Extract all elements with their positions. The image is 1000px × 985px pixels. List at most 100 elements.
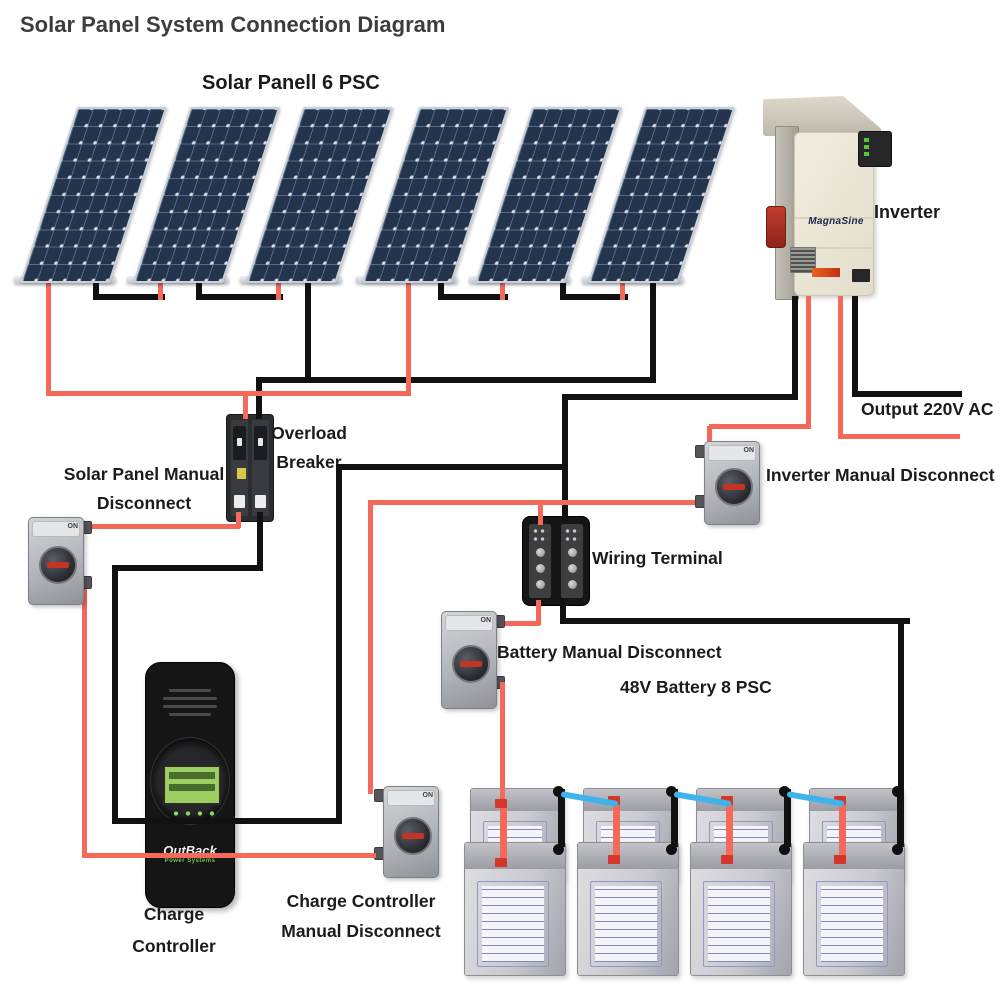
wire-segment — [562, 394, 798, 400]
battery-red-post — [500, 802, 507, 862]
terminal-strip — [561, 524, 583, 598]
battery — [690, 842, 792, 976]
breaker-pole — [252, 420, 269, 516]
battery-black-post — [784, 789, 791, 847]
breaker-window — [234, 495, 245, 508]
wire-segment — [46, 391, 411, 396]
wire-segment — [336, 464, 342, 824]
wire-segment — [560, 294, 628, 300]
output-ac-label: Output 220V AC — [861, 399, 994, 419]
battery-negative-terminal — [892, 844, 903, 855]
breaker-pole — [231, 420, 248, 516]
rotary-knob — [715, 467, 753, 506]
wire-segment — [536, 600, 541, 625]
wire-segment — [838, 434, 960, 439]
switch-top-plate — [387, 790, 435, 806]
breaker-sticker — [237, 468, 246, 479]
overload-breaker — [226, 414, 274, 522]
battery-cap — [578, 843, 678, 871]
switch-top-plate — [32, 521, 80, 537]
battery-cap — [804, 843, 904, 871]
wire-segment — [560, 281, 566, 299]
breaker-window — [255, 495, 266, 508]
battery-negative-terminal — [779, 786, 790, 797]
wire-segment — [438, 281, 444, 299]
wire-segment — [368, 504, 373, 794]
switch-on-label: ON — [743, 447, 755, 454]
solar-panel-manual-disconnect: ON — [28, 517, 84, 605]
battery-negative-terminal — [666, 844, 677, 855]
inverter-manual-disconnect: ON — [704, 441, 760, 525]
wire-segment — [438, 294, 508, 300]
wire-segment — [562, 394, 568, 521]
switch-on-label: ON — [480, 617, 492, 624]
wire-segment — [236, 512, 241, 528]
wire-segment — [538, 503, 543, 525]
switch-on-label: ON — [422, 792, 434, 799]
battery-red-post — [726, 799, 733, 859]
switch-top-plate — [445, 615, 493, 631]
wire-segment — [560, 598, 566, 624]
wiring-terminal — [522, 516, 590, 606]
inverter-label: Inverter — [874, 202, 941, 222]
wire-segment — [838, 296, 843, 437]
battery-manual-disconnect: ON — [441, 611, 497, 709]
wire-segment — [336, 464, 566, 470]
wire-segment — [82, 586, 87, 858]
solar-disconnect-label: Solar Panel Manual Disconnect — [55, 460, 233, 518]
battery — [803, 842, 905, 976]
vent-line — [163, 697, 217, 700]
wire-segment — [196, 294, 283, 300]
wire-segment — [93, 294, 165, 300]
battery-label — [703, 881, 775, 967]
breaker-toggle — [254, 426, 267, 460]
battery-positive-terminal — [834, 855, 846, 864]
overload-breaker-label-line1: Overload — [271, 423, 347, 443]
wire-segment — [709, 424, 811, 429]
battery-positive-terminal — [608, 855, 620, 864]
inverter-vent-grille — [790, 247, 816, 273]
wire-segment — [852, 391, 962, 397]
rotary-knob — [394, 816, 432, 855]
battery-negative-terminal — [553, 786, 564, 797]
wire-segment — [500, 682, 505, 804]
wire-segment — [620, 282, 625, 300]
battery-body — [804, 869, 904, 975]
battery-cap — [471, 789, 563, 813]
wire-segment — [368, 500, 708, 505]
lcd-screen — [163, 765, 221, 805]
wire-segment — [256, 377, 262, 419]
inverter-small-label — [852, 269, 870, 282]
battery-black-post — [897, 789, 904, 847]
battery-label — [816, 881, 888, 967]
battery-red-post — [839, 799, 846, 859]
inverter-brand: MagnaSine — [808, 216, 864, 227]
cc-disconnect-label-line1: Charge Controller — [286, 891, 436, 911]
wire-segment — [806, 296, 811, 426]
terminal-strip — [529, 524, 551, 598]
inverter-warning-sticker — [812, 268, 840, 277]
solar-disconnect-label-line1: Solar Panel Manual — [63, 464, 225, 484]
charge-controller-label-line1: Charge — [143, 904, 205, 924]
battery-bank-label: 48V Battery 8 PSC — [620, 677, 772, 697]
wire-segment — [46, 281, 51, 395]
cc-disconnect-label-line2: Manual Disconnect — [281, 921, 441, 941]
wire-segment — [88, 524, 240, 529]
battery-disconnect-label: Battery Manual Disconnect — [497, 642, 722, 662]
rotary-knob — [39, 545, 77, 584]
page-title: Solar Panel System Connection Diagram — [20, 12, 446, 37]
battery-red-post — [613, 799, 620, 859]
wire-segment — [112, 818, 342, 824]
switch-on-label: ON — [67, 523, 79, 530]
charge-controller-manual-disconnect: ON — [383, 786, 439, 878]
breaker-toggle — [233, 426, 246, 460]
battery-negative-terminal — [779, 844, 790, 855]
wire-segment — [112, 565, 263, 571]
charge-controller-label-line2: Controller — [132, 936, 216, 956]
battery-cap — [465, 843, 565, 871]
wire-segment — [196, 281, 202, 299]
rotary-knob — [452, 644, 490, 683]
battery-negative-terminal — [666, 786, 677, 797]
switch-top-plate — [708, 445, 756, 461]
battery-positive-terminal — [495, 799, 507, 808]
